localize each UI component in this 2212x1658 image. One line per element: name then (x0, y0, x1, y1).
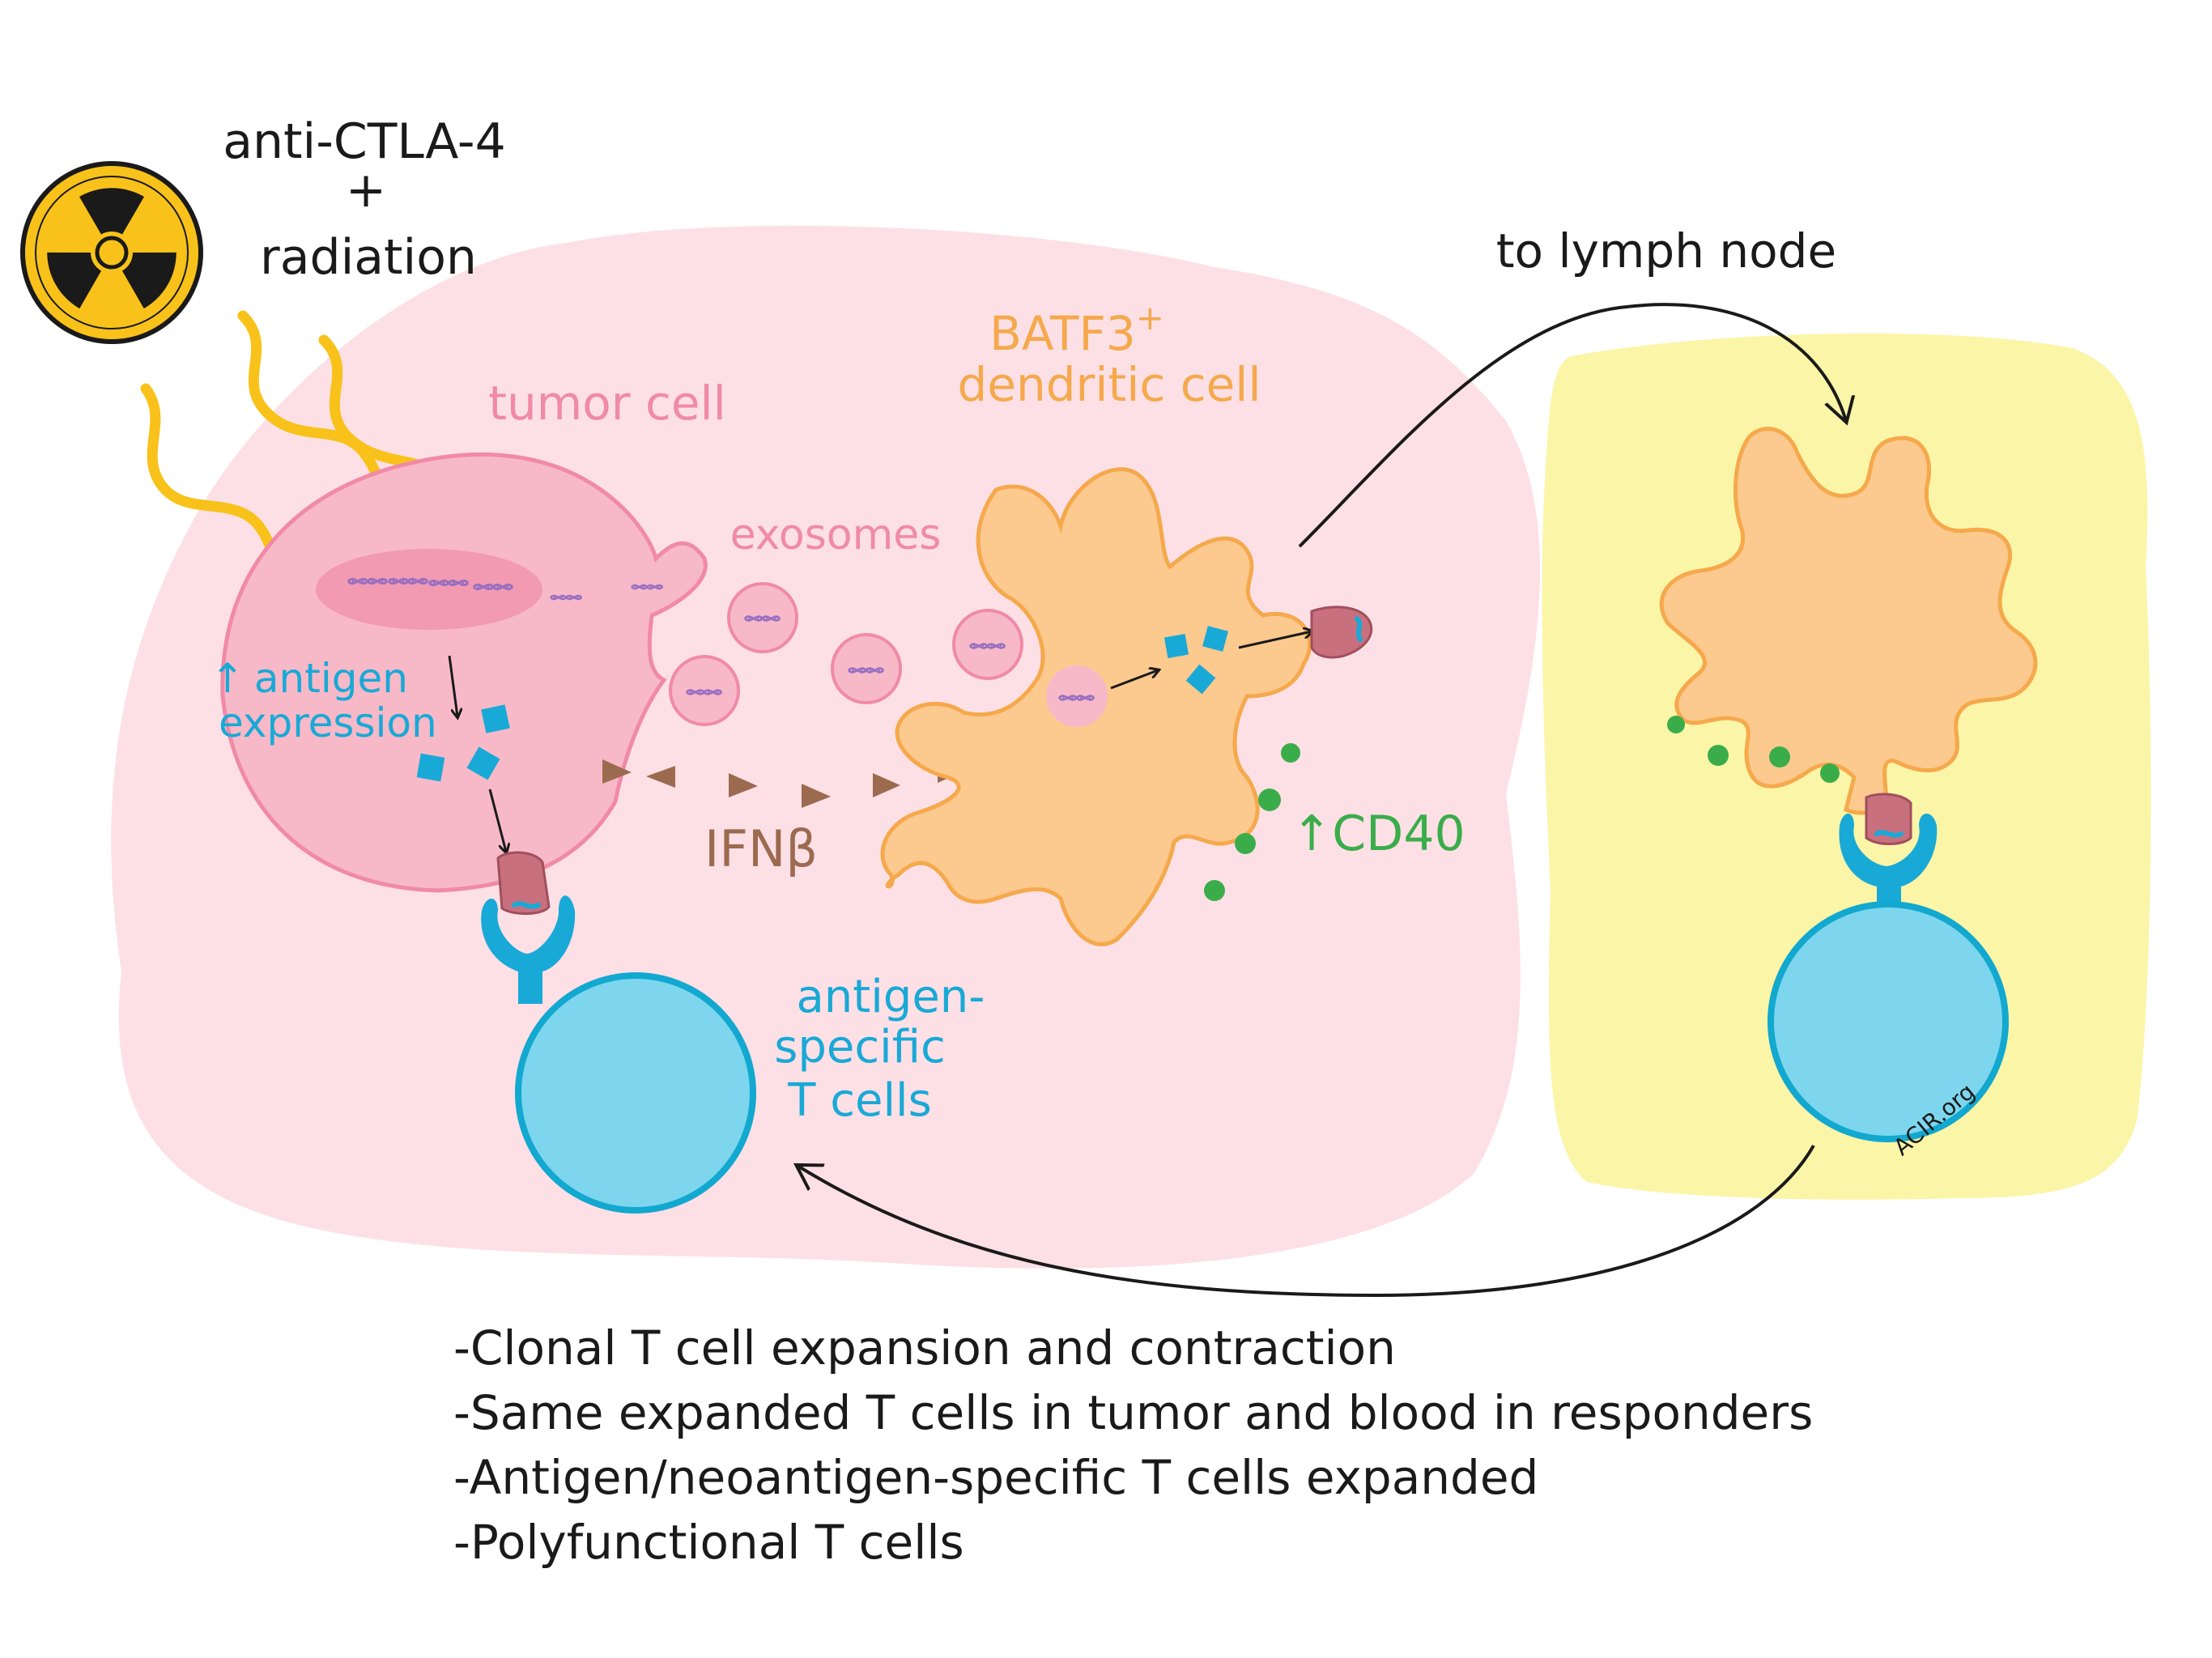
exosomes-label: exosomes (730, 511, 942, 559)
treatment-plus: + (346, 162, 386, 219)
tumor-tcr (481, 895, 576, 1004)
dc-label-line2: dendritic cell (957, 357, 1261, 412)
dendritic-cell (880, 467, 1312, 946)
findings-list: -Clonal T cell expansion and contraction… (453, 1316, 2073, 1575)
finding-item: -Polyfunctional T cells (453, 1515, 964, 1570)
cd40-dots (1204, 743, 1300, 901)
tumor-mhc (496, 851, 551, 916)
tumor-cell-label: tumor cell (488, 376, 726, 431)
lymph-node-t-cell (1767, 901, 2009, 1142)
t-cells-label-line2: specific (774, 1021, 946, 1073)
up-arrow-icon: ↑ (211, 655, 245, 702)
to-lymph-node-arrow (1298, 303, 1846, 548)
antigen-expression-line1: ↑antigen (211, 655, 408, 702)
tumor-cell (220, 452, 708, 893)
ifnb-label: IFNβ (704, 819, 818, 878)
cd40-label: ↑CD40 (1291, 806, 1465, 862)
to-lymph-node-label: to lymph node (1496, 223, 1836, 278)
tumor-arrow-2 (488, 789, 506, 852)
return-to-tumor-arrow (798, 1145, 1815, 1298)
dc-mhc (1310, 606, 1373, 659)
finding-item: -Antigen/neoantigen-specific T cells exp… (453, 1450, 1539, 1505)
lymph-node-tcr (1839, 814, 1938, 915)
treatment-line1: anti-CTLA-4 (223, 113, 506, 170)
antigen-expression-word: antigen (254, 655, 408, 702)
finding-item: -Clonal T cell expansion and contraction (453, 1320, 1396, 1375)
finding-item: -Same expanded T cells in tumor and bloo… (453, 1385, 1814, 1440)
t-cells-label-line1: antigen- (796, 971, 985, 1023)
treatment-line2: radiation (260, 229, 477, 286)
tumor-arrow-1 (448, 655, 457, 716)
dc-arrow-2 (1238, 631, 1312, 649)
tumor-t-cell (515, 972, 756, 1214)
radiation-hazard-icon (20, 161, 203, 344)
dc-antigens (1163, 626, 1228, 695)
dc-label-line1: BATF3+ (989, 298, 1164, 361)
antigen-expression-line2: expression (219, 699, 437, 746)
tumor-antigens (416, 704, 510, 782)
dc-label-main: BATF3 (989, 306, 1136, 361)
dc-arrow-1 (1110, 670, 1158, 690)
lymph-node-cd40-dots (1667, 716, 1840, 783)
t-cells-label-line3: T cells (787, 1074, 932, 1127)
lymph-node-mhc (1865, 793, 1912, 845)
lymph-node-dendritic-cell (1659, 427, 2038, 815)
exosomes (669, 582, 1023, 726)
dc-label-sup: + (1136, 298, 1164, 338)
